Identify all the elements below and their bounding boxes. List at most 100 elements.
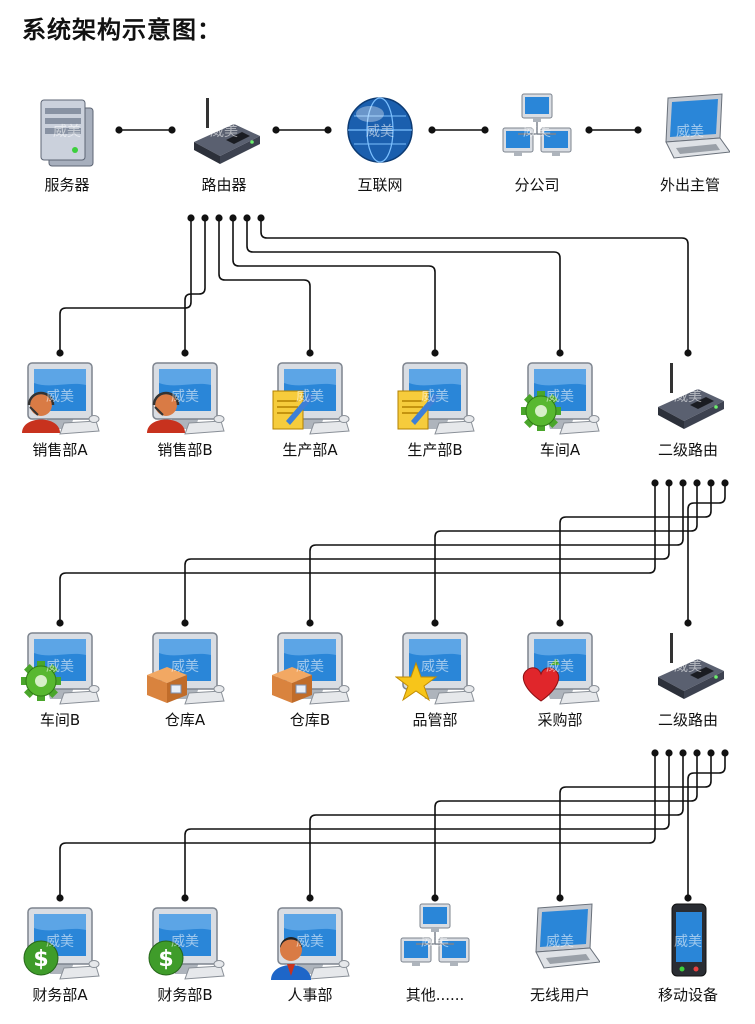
node-label: 生产部A	[282, 441, 338, 459]
node-label: 外出主管	[659, 176, 720, 194]
box-icon: 威美	[272, 632, 350, 705]
node-salesB: 威美 销售部B	[130, 355, 240, 475]
node-label: 服务器	[44, 176, 90, 194]
connector-dot	[651, 749, 659, 757]
node-label: 财务部A	[32, 986, 88, 1004]
node-router2b: 威美 二级路由	[633, 625, 743, 745]
node-whA: 威美 仓库A	[130, 625, 240, 745]
connector-dot	[721, 479, 729, 487]
connector-dot	[693, 479, 701, 487]
watermark: 威美	[296, 389, 324, 405]
notepad-pen-icon: 威美	[272, 362, 350, 435]
node-label: 人事部	[287, 986, 333, 1004]
svg-text:$: $	[33, 947, 48, 972]
connector-dot	[428, 126, 436, 134]
connector-dot	[693, 749, 701, 757]
connection-line	[218, 218, 311, 353]
connector-dot	[181, 894, 189, 902]
node-label: 仓库B	[289, 711, 331, 729]
node-label: 其他......	[405, 986, 465, 1004]
node-remote: 威美 外出主管	[635, 90, 745, 210]
connector-dot	[556, 619, 564, 627]
connector-dot	[585, 126, 593, 134]
connection-line	[184, 753, 670, 898]
connector-dot	[181, 349, 189, 357]
router-icon: 威美	[658, 363, 724, 429]
connector-dot	[306, 894, 314, 902]
connector-dot	[481, 126, 489, 134]
diagram-title: 系统架构示意图：	[22, 16, 222, 44]
watermark: 威美	[523, 124, 551, 140]
node-label: 销售部A	[32, 441, 88, 459]
node-server: 威美 服务器	[12, 90, 122, 210]
connection-line	[434, 483, 698, 623]
watermark: 威美	[421, 659, 449, 675]
connection-line	[260, 218, 689, 353]
laptop-icon: 威美	[535, 903, 600, 969]
node-branch: 威美 分公司	[482, 90, 592, 210]
gear-icon: 威美	[21, 632, 100, 705]
watermark: 威美	[46, 389, 74, 405]
connector-dot	[168, 126, 176, 134]
node-hr: 威美 人事部	[255, 900, 365, 1020]
connector-dot	[684, 619, 692, 627]
mobile-device-icon: 威美	[671, 903, 707, 977]
watermark: 威美	[546, 659, 574, 675]
watermark: 威美	[546, 934, 574, 950]
connector-dot	[272, 126, 280, 134]
connector-dot	[707, 749, 715, 757]
notepad-pen-icon: 威美	[397, 362, 475, 435]
gear-icon: 威美	[521, 362, 600, 435]
node-label: 互联网	[357, 176, 403, 194]
person-icon: 威美	[271, 907, 350, 980]
connection-line	[246, 218, 561, 353]
box-icon: 威美	[147, 632, 225, 705]
connector-dot	[243, 214, 251, 222]
node-workshopB: 威美 车间B	[5, 625, 115, 745]
node-label: 移动设备	[657, 986, 718, 1004]
connector-dot	[56, 894, 64, 902]
node-whB: 威美 仓库B	[255, 625, 365, 745]
connector-dot	[431, 894, 439, 902]
node-label: 品管部	[412, 711, 458, 729]
connection-line	[559, 483, 712, 623]
watermark: 威美	[421, 389, 449, 405]
connection-line	[184, 218, 206, 353]
watermark: 威美	[421, 934, 449, 950]
watermark: 威美	[674, 389, 702, 405]
dollar-icon: $ 威美	[148, 907, 225, 980]
node-label: 路由器	[201, 176, 247, 194]
watermark: 威美	[366, 124, 394, 140]
watermark: 威美	[171, 389, 199, 405]
connection-line	[687, 483, 726, 623]
node-label: 车间B	[39, 711, 81, 729]
connection-line	[309, 753, 684, 898]
connection-line	[59, 218, 192, 353]
connection-line	[59, 753, 656, 898]
connector-dot	[306, 349, 314, 357]
heart-icon: 威美	[522, 632, 600, 705]
watermark: 威美	[46, 934, 74, 950]
node-internet: 威美 互联网	[325, 90, 435, 210]
watermark: 威美	[171, 659, 199, 675]
star-icon: 威美	[395, 632, 475, 705]
support-agent-icon: 威美	[22, 362, 100, 435]
node-label: 销售部B	[157, 441, 213, 459]
connector-dot	[431, 349, 439, 357]
node-mobile: 威美 移动设备	[633, 900, 743, 1020]
connection-line	[309, 483, 684, 623]
node-label: 二级路由	[657, 441, 718, 459]
node-qc: 威美 品管部	[380, 625, 490, 745]
node-label: 车间A	[539, 441, 581, 459]
watermark: 威美	[676, 124, 704, 140]
connector-dot	[665, 749, 673, 757]
connector-dot	[187, 214, 195, 222]
watermark: 威美	[674, 934, 702, 950]
connection-line	[559, 753, 712, 898]
watermark: 威美	[296, 659, 324, 675]
watermark: 威美	[210, 124, 238, 140]
node-purchase: 威美 采购部	[505, 625, 615, 745]
connector-dot	[679, 749, 687, 757]
support-agent-icon: 威美	[147, 362, 225, 435]
